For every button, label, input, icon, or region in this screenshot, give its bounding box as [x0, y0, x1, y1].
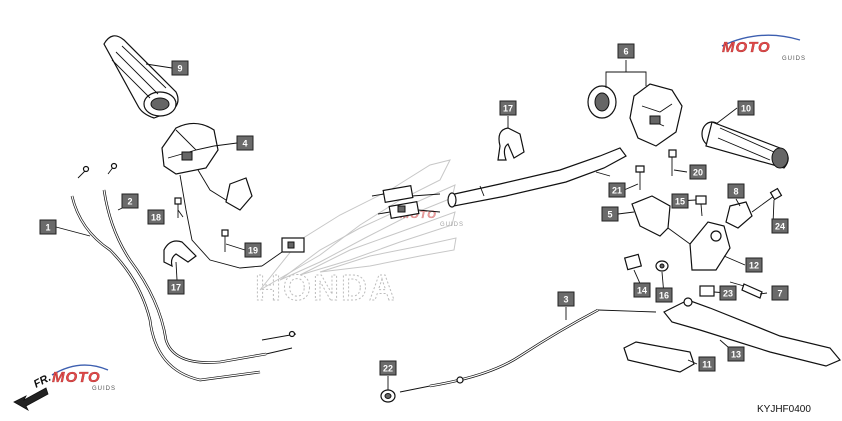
callout-number: 8: [733, 187, 738, 197]
callout-tag-1: 1: [39, 219, 57, 235]
callout-tag-21: 21: [608, 182, 626, 198]
callout-number: 13: [731, 350, 741, 360]
honda-watermark-text: HONDA: [255, 267, 397, 308]
callout-number: 14: [637, 286, 647, 296]
cable-clamp-top: [497, 127, 525, 161]
bolt-19: [221, 229, 229, 252]
nut-23: [699, 285, 715, 297]
callout-number: 18: [151, 213, 161, 223]
callout-tag-14: 14: [633, 282, 651, 298]
callout-number: 3: [563, 295, 568, 305]
callout-number: 17: [503, 104, 513, 114]
callout-tag-6: 6: [617, 43, 635, 59]
callout-tag-10: 10: [737, 100, 755, 116]
callout-tag-7: 7: [771, 285, 789, 301]
moto-logo-top-right: MOTO GUIDS: [721, 34, 806, 62]
callout-tag-16: 16: [655, 287, 673, 303]
callout-tag-22: 22: [379, 360, 397, 376]
callout-number: 22: [383, 364, 393, 374]
callout-number: 24: [775, 222, 785, 232]
callout-tag-2: 2: [121, 193, 139, 209]
callout-tag-19: 19: [244, 242, 262, 258]
callout-number: 11: [702, 360, 712, 370]
callout-tag-24: 24: [771, 218, 789, 234]
connector-left: [261, 237, 305, 267]
left-switch-housing: [161, 122, 263, 269]
diagram-code: KYJHF0400: [757, 404, 811, 415]
callout-tag-20: 20: [689, 164, 707, 180]
throttle-cables: [70, 162, 297, 382]
clutch-lever: [663, 297, 841, 367]
callout-number: 20: [693, 168, 703, 178]
front-arrow: FR.: [13, 372, 53, 412]
callout-tag-15: 15: [671, 193, 689, 209]
adjuster-14: [623, 253, 643, 271]
lever-cover: [623, 341, 695, 373]
callout-number: 7: [777, 289, 782, 299]
callout-number: 21: [612, 186, 622, 196]
callout-number: 15: [675, 197, 685, 207]
callout-tag-13: 13: [727, 346, 745, 362]
bolt-20: [668, 149, 677, 176]
cable-clamp-left: [163, 240, 197, 268]
left-grip: [103, 35, 179, 119]
callout-tag-3: 3: [557, 291, 575, 307]
plunger-7: [729, 281, 763, 299]
bolt-18: [174, 197, 182, 218]
callout-number: 5: [607, 210, 612, 220]
callout-tag-17: 17: [167, 279, 185, 295]
front-arrow-label: FR.: [32, 372, 53, 391]
callout-tags: 1234567891011121314151617171819202122232…: [39, 43, 789, 376]
callout-number: 23: [723, 289, 733, 299]
moto-logo-text: MOTO: [722, 39, 771, 56]
right-grip: [701, 121, 789, 169]
callout-number: 1: [45, 223, 50, 233]
callout-number: 10: [741, 104, 751, 114]
nut-22: [380, 389, 396, 403]
callout-tag-9: 9: [171, 60, 189, 76]
moto-logo-sub: GUIDS: [92, 386, 116, 392]
clutch-cable: [399, 308, 657, 393]
callout-tag-23: 23: [719, 285, 737, 301]
callout-number: 4: [242, 139, 247, 149]
callout-tag-11: 11: [698, 356, 716, 372]
callout-number: 19: [248, 246, 258, 256]
moto-logo-bottom-left: MOTO GUIDS: [51, 364, 116, 392]
callout-number: 12: [749, 261, 759, 271]
moto-logo-sub: GUIDS: [440, 222, 464, 228]
honda-wing-watermark: [259, 159, 457, 291]
callout-number: 17: [171, 283, 181, 293]
callout-number: 9: [177, 64, 182, 74]
callout-tag-12: 12: [745, 257, 763, 273]
callout-tag-8: 8: [727, 183, 745, 199]
nut-16: [655, 260, 669, 272]
handlebar: [447, 147, 627, 208]
connectors-center: [371, 184, 441, 220]
callout-tag-5: 5: [601, 206, 619, 222]
right-switch-housing: [587, 83, 683, 147]
moto-logo-text: MOTO: [52, 369, 101, 386]
moto-logo-sub: GUIDS: [782, 56, 806, 62]
lever-bracket: [631, 187, 783, 271]
callout-number: 6: [623, 47, 628, 57]
callout-number: 2: [127, 197, 132, 207]
callout-number: 16: [659, 291, 669, 301]
callout-tag-18: 18: [147, 209, 165, 225]
callout-tag-4: 4: [236, 135, 254, 151]
bolt-21: [635, 165, 645, 190]
callout-tag-17: 17: [499, 100, 517, 116]
